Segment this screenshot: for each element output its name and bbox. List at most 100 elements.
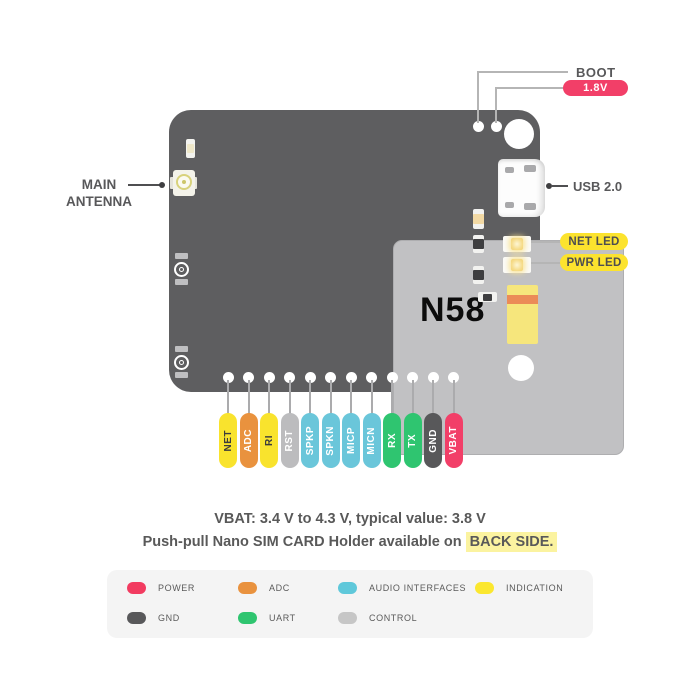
pin-label-text: SPKP	[304, 425, 316, 456]
test-pad	[175, 372, 188, 378]
pin-label-rx: RX	[383, 413, 401, 468]
resistor	[473, 235, 484, 253]
boot-line-v	[477, 71, 479, 123]
pin-pad-rx	[386, 371, 398, 383]
pin-stem	[329, 380, 332, 414]
net-led-badge: NET LED	[560, 233, 628, 250]
test-pad	[175, 253, 188, 259]
pin-stem	[268, 380, 270, 414]
usb-tab	[505, 202, 514, 208]
mounting-hole	[504, 119, 534, 149]
pin-stem	[227, 380, 229, 414]
pin-label-tx: TX	[403, 413, 422, 468]
legend-label: ADC	[269, 583, 290, 593]
resistor-body	[473, 239, 484, 249]
usb-tab	[524, 165, 536, 172]
legend-label: GND	[158, 613, 180, 623]
pin-label-text: RST	[284, 429, 295, 452]
connector-tab	[170, 177, 174, 189]
pin-label-ri: RI	[260, 413, 278, 468]
legend-item-uart: UART	[238, 612, 296, 624]
pin-label-spkn: SPKN	[321, 413, 340, 468]
boot-label: BOOT	[576, 65, 616, 80]
test-pad	[175, 346, 188, 352]
usb-connector	[498, 159, 545, 217]
pin-pad-adc	[243, 371, 254, 383]
pwr-led-badge: PWR LED	[560, 254, 628, 271]
legend-panel: POWER ADC AUDIO INTERFACES INDICATION GND UAR…	[107, 570, 593, 638]
pin-label-rst: RST	[280, 413, 299, 468]
pin-pad-micn	[366, 371, 377, 383]
pcb-board: N58	[169, 110, 624, 455]
test-ring	[174, 262, 189, 277]
pin-label-net: NET	[219, 413, 237, 468]
v18-pin	[491, 121, 502, 132]
legend-swatch	[127, 582, 146, 594]
legend-label: INDICATION	[506, 583, 564, 593]
test-ring-inner	[178, 359, 184, 365]
pin-pad-spkn	[325, 371, 336, 383]
legend-item-control: CONTROL	[338, 612, 417, 624]
pin-stem	[309, 380, 311, 414]
main-antenna-line	[128, 184, 160, 186]
pin-pad-vbat	[448, 371, 459, 383]
pin-label-text: RI	[263, 435, 275, 446]
usb-label: USB 2.0	[573, 179, 623, 194]
rf-test-point	[174, 346, 190, 380]
test-ring	[174, 355, 189, 370]
pin-label-text: NET	[222, 429, 234, 452]
legend-label: CONTROL	[369, 613, 418, 623]
pin-pad-tx	[407, 371, 418, 383]
usb-tab	[505, 167, 514, 173]
legend-swatch	[238, 612, 257, 624]
usb-tab	[524, 203, 536, 210]
connector-center	[182, 180, 186, 184]
capacitor-stripe	[507, 295, 538, 304]
sim-note: Push-pull Nano SIM CARD Holder available…	[0, 532, 700, 552]
legend-swatch	[475, 582, 494, 594]
legend-label: AUDIO INTERFACES	[369, 583, 467, 593]
pin-label-micp: MICP	[342, 413, 360, 468]
usb-dot	[546, 183, 552, 189]
pin-label-text: VBAT	[448, 426, 459, 455]
v18-line-h	[495, 87, 565, 89]
v18-badge: 1.8V	[563, 80, 628, 96]
pin-pad-rst	[284, 371, 295, 383]
sim-note-text: Push-pull Nano SIM CARD Holder available…	[142, 534, 466, 550]
vbat-note: VBAT: 3.4 V to 4.3 V, typical value: 3.8…	[214, 511, 486, 527]
antenna-connector	[170, 168, 197, 198]
led-glow	[511, 238, 523, 250]
led-glow	[511, 259, 523, 271]
pin-label-vbat: VBAT	[444, 413, 463, 468]
pin-pad-spkp	[304, 371, 316, 383]
main-antenna-label: MAIN ANTENNA	[66, 177, 132, 209]
pin-stem	[288, 380, 291, 414]
pwr-led	[503, 257, 531, 273]
main-antenna-dot	[159, 182, 165, 188]
pin-stem	[411, 380, 414, 414]
pin-label-gnd: GND	[424, 413, 442, 468]
net-led	[503, 236, 531, 252]
sim-note-highlight: BACK SIDE.	[465, 532, 558, 552]
pin-pad-gnd	[427, 371, 439, 383]
legend-label: UART	[269, 613, 296, 623]
boot-pin	[473, 121, 484, 132]
pin-pad-micp	[345, 371, 357, 383]
smd-component-body	[187, 144, 194, 153]
pin-pad-ri	[263, 371, 275, 383]
pin-label-micn: MICN	[362, 413, 381, 468]
resistor-body	[483, 293, 492, 301]
capacitor-body	[473, 214, 484, 224]
smd-component	[186, 139, 195, 158]
pin-pad-net	[222, 371, 234, 383]
usb-line	[551, 185, 568, 187]
rf-test-point	[174, 253, 190, 287]
legend-item-gnd: GND	[127, 612, 180, 624]
legend-swatch	[338, 582, 357, 594]
pwr-led-line	[531, 262, 561, 264]
legend-item-power: POWER	[127, 582, 195, 594]
legend-swatch	[127, 612, 146, 624]
pin-stem	[391, 380, 393, 414]
legend-swatch	[238, 582, 257, 594]
test-pad	[175, 279, 188, 285]
